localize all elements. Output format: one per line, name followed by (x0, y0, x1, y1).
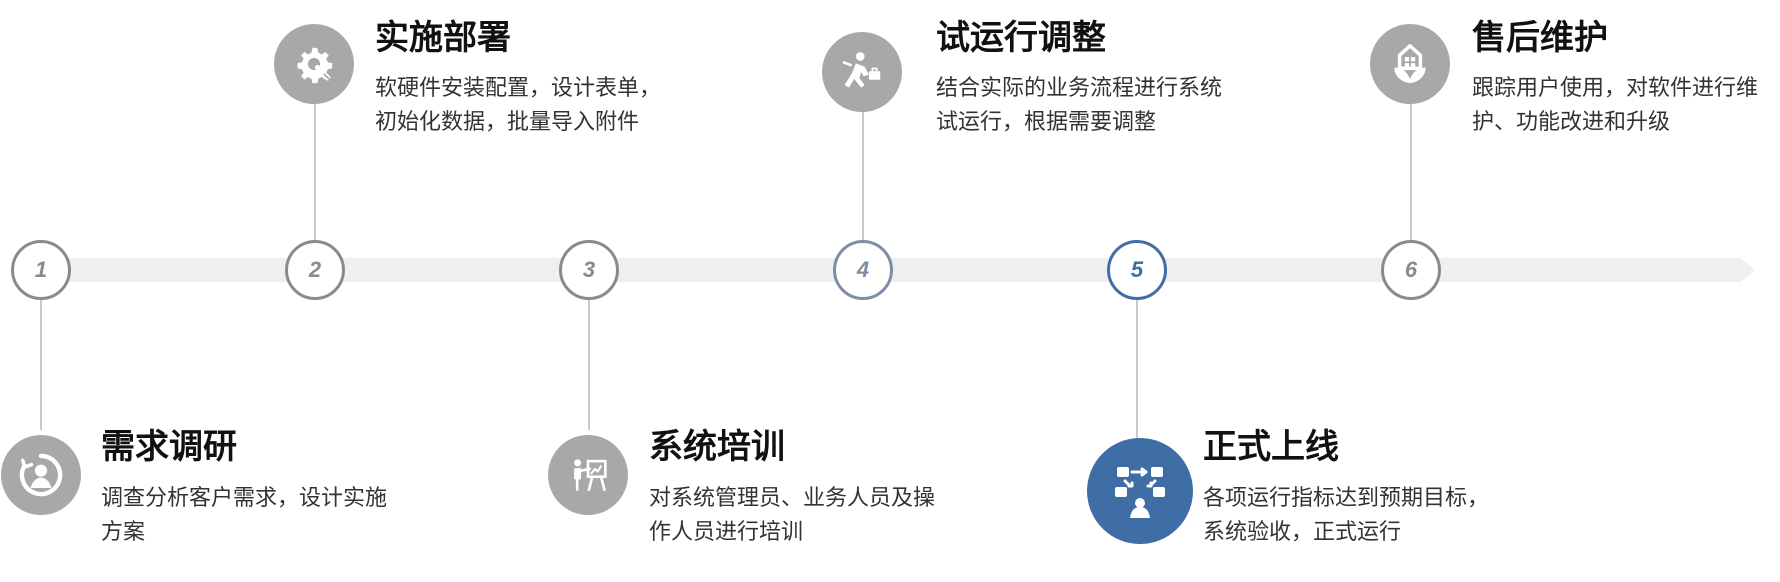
gear-wrench-icon (274, 24, 354, 104)
connector-step-6 (1410, 104, 1412, 240)
step-title-2: 实施部署 (375, 18, 511, 58)
step-node-4: 4 (833, 240, 893, 300)
connector-step-3 (588, 300, 590, 430)
running-person-icon (822, 32, 902, 112)
step-title-1: 需求调研 (101, 427, 237, 467)
step-node-2: 2 (285, 240, 345, 300)
connector-step-4 (862, 112, 864, 240)
step-title-3: 系统培训 (649, 427, 785, 467)
step-node-6: 6 (1381, 240, 1441, 300)
house-leaf-icon (1370, 24, 1450, 104)
step-title-6: 售后维护 (1472, 18, 1608, 58)
step-title-5: 正式上线 (1203, 427, 1339, 467)
step-description-3: 对系统管理员、业务人员及操作人员进行培训 (649, 486, 936, 545)
step-node-5: 5 (1107, 240, 1167, 300)
user-cycle-icon (1, 435, 81, 515)
connector-step-2 (314, 104, 316, 240)
connector-step-5 (1136, 300, 1138, 440)
step-description-1: 调查分析客户需求，设计实施方案 (101, 486, 388, 545)
step-description-4: 结合实际的业务流程进行系统试运行，根据需要调整 (936, 76, 1223, 135)
presenter-board-icon (548, 435, 628, 515)
step-title-4: 试运行调整 (936, 18, 1106, 58)
step-node-3: 3 (559, 240, 619, 300)
step-description-2: 软硬件安装配置，设计表单，初始化数据，批量导入附件 (375, 76, 662, 135)
step-description-5: 各项运行指标达到预期目标，系统验收，正式运行 (1203, 486, 1490, 545)
step-description-6: 跟踪用户使用，对软件进行维护、功能改进和升级 (1472, 76, 1759, 135)
step-node-1: 1 (11, 240, 71, 300)
connector-step-1 (40, 300, 42, 430)
team-network-icon (1087, 438, 1193, 544)
